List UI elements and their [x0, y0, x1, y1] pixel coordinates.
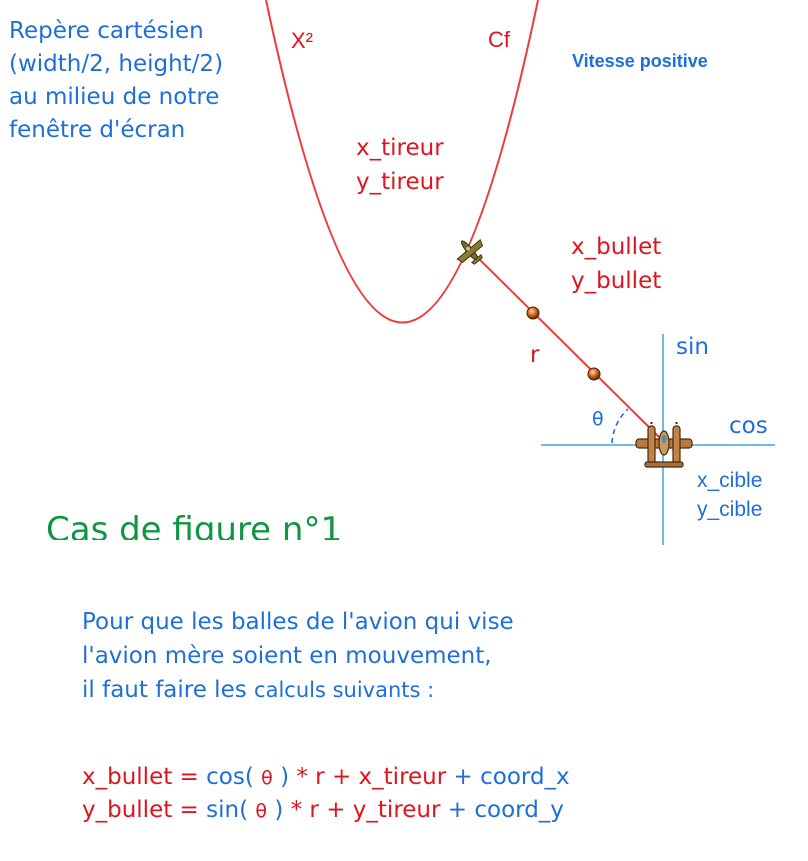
formula-x-cos: cos( — [206, 764, 254, 790]
cf-label: Cf — [488, 27, 511, 52]
explanation-line-3: il faut faire les calculs suivants : — [82, 677, 434, 703]
case-title: Cas de figure n°1 — [46, 510, 342, 550]
y-cible-label: y_cible — [697, 498, 762, 521]
explanation-text: Pour que les balles de l'avion qui vise … — [82, 609, 521, 669]
shooter-labels: x_tireur y_tireur — [356, 135, 451, 195]
shooter-plane-icon — [456, 238, 484, 265]
formula-y-close: ) — [274, 797, 283, 823]
formula-y-coord: coord_y — [474, 797, 564, 823]
formula-y-theta: θ — [255, 800, 267, 822]
formula-y-sin: sin( — [206, 797, 248, 823]
theta-arc — [611, 408, 629, 444]
repere-note: Repère cartésien (width/2, height/2) au … — [9, 18, 230, 143]
y-bullet-label: y_bullet — [571, 268, 661, 294]
formula-y-lhs: y_bullet = — [82, 797, 206, 823]
speed-note: Vitesse positive — [572, 51, 708, 71]
bullet-dot-1 — [526, 306, 540, 320]
formula-x-coord: coord_x — [480, 764, 570, 790]
explanation-line-3a: il faut faire les — [82, 677, 254, 703]
repere-note-line: fenêtre d'écran — [9, 117, 185, 143]
repere-note-line: (width/2, height/2) — [9, 51, 223, 77]
repere-note-line: au milieu de notre — [9, 84, 219, 110]
y-tireur-label: y_tireur — [356, 169, 444, 195]
case-title-clip: Cas de figure n°1 — [46, 510, 342, 550]
explanation-line-3b: calculs suivants : — [254, 678, 434, 702]
parabola-curve — [265, 0, 539, 324]
formula-x-theta: θ — [261, 767, 273, 789]
x-cible-label: x_cible — [697, 469, 762, 492]
repere-note-line: Repère cartésien — [9, 18, 204, 44]
target-plane-icon — [635, 422, 693, 468]
bullet-dot-2 — [587, 367, 601, 381]
x-bullet-label: x_bullet — [571, 234, 661, 260]
explanation-line: l'avion mère soient en mouvement, — [82, 643, 492, 669]
x-tireur-label: x_tireur — [356, 135, 444, 161]
bullet-labels: x_bullet y_bullet — [571, 234, 669, 294]
radius-label: r — [530, 342, 540, 368]
theta-label: θ — [592, 408, 604, 430]
formula-x-times-r: * r + — [296, 764, 358, 790]
formula-x-lhs: x_bullet = — [82, 764, 206, 790]
x-squared-label: X² — [291, 28, 313, 53]
formula-x-close: ) — [280, 764, 289, 790]
formula-x-shooter: x_tireur — [359, 764, 447, 790]
formula-y-plus: + — [448, 797, 475, 823]
cos-label: cos — [729, 413, 768, 439]
formula-x-plus: + — [454, 764, 481, 790]
formula-y-shooter: y_tireur — [353, 797, 441, 823]
formula-y-times-r: * r + — [291, 797, 353, 823]
explanation-line: Pour que les balles de l'avion qui vise — [82, 609, 514, 635]
trajectory-line — [469, 249, 663, 441]
sin-label: sin — [676, 334, 709, 360]
target-labels: x_cible y_cible — [697, 469, 768, 521]
formula-x: x_bullet = cos( θ ) * r + x_tireur + coo… — [82, 764, 570, 790]
formula-y: y_bullet = sin( θ ) * r + y_tireur + coo… — [82, 797, 564, 823]
